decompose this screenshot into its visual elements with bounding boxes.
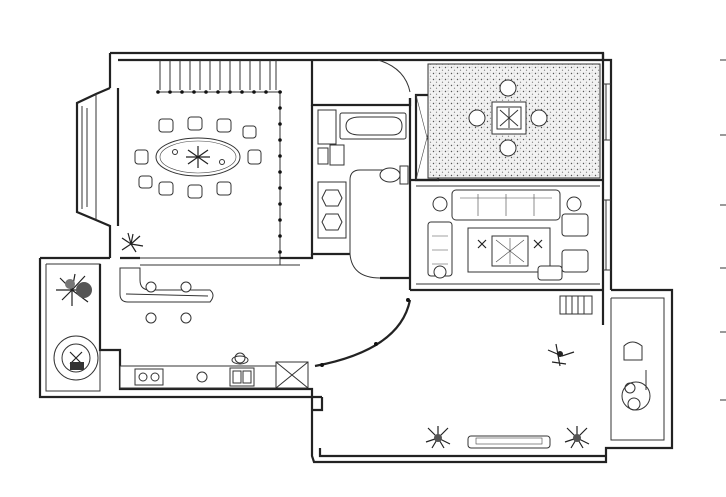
armchair-x4 [433, 213, 589, 281]
double-sink-vanity [317, 109, 347, 239]
bedroom [427, 63, 601, 179]
kitchen [119, 267, 412, 389]
potted-plant-x2 [56, 273, 92, 306]
drain [196, 371, 208, 383]
step-block [559, 295, 593, 315]
bench [467, 435, 551, 449]
exterior-walls [38, 51, 674, 464]
stove [134, 368, 164, 386]
round-side-table [621, 370, 651, 411]
round-stool-x4 [468, 79, 548, 157]
margin-marks [720, 59, 726, 401]
potted-plant-pair [425, 426, 590, 449]
balcony [53, 273, 99, 381]
refrigerator [275, 361, 309, 389]
breakfast-bar [119, 267, 214, 303]
round-lounge-chair [53, 335, 99, 381]
figure-icon [547, 343, 575, 367]
bathroom [317, 109, 409, 239]
sofa-set [427, 189, 582, 277]
sink [229, 367, 255, 387]
cook-figure [231, 352, 249, 365]
living-room [427, 189, 589, 281]
oval-dining-table [155, 137, 241, 177]
bathtub [339, 112, 407, 140]
chair [623, 341, 643, 361]
toilet [379, 165, 409, 185]
bar-stool-x4 [145, 281, 192, 324]
dining-boundary [156, 90, 282, 254]
potted-plant [121, 232, 144, 253]
coffee-table [467, 227, 551, 273]
dining-chair-x10 [134, 116, 262, 199]
curved-partition [314, 299, 412, 368]
open-lounge [425, 295, 651, 449]
dining-room [121, 60, 282, 254]
staircase [159, 60, 277, 90]
square-table [491, 101, 527, 135]
